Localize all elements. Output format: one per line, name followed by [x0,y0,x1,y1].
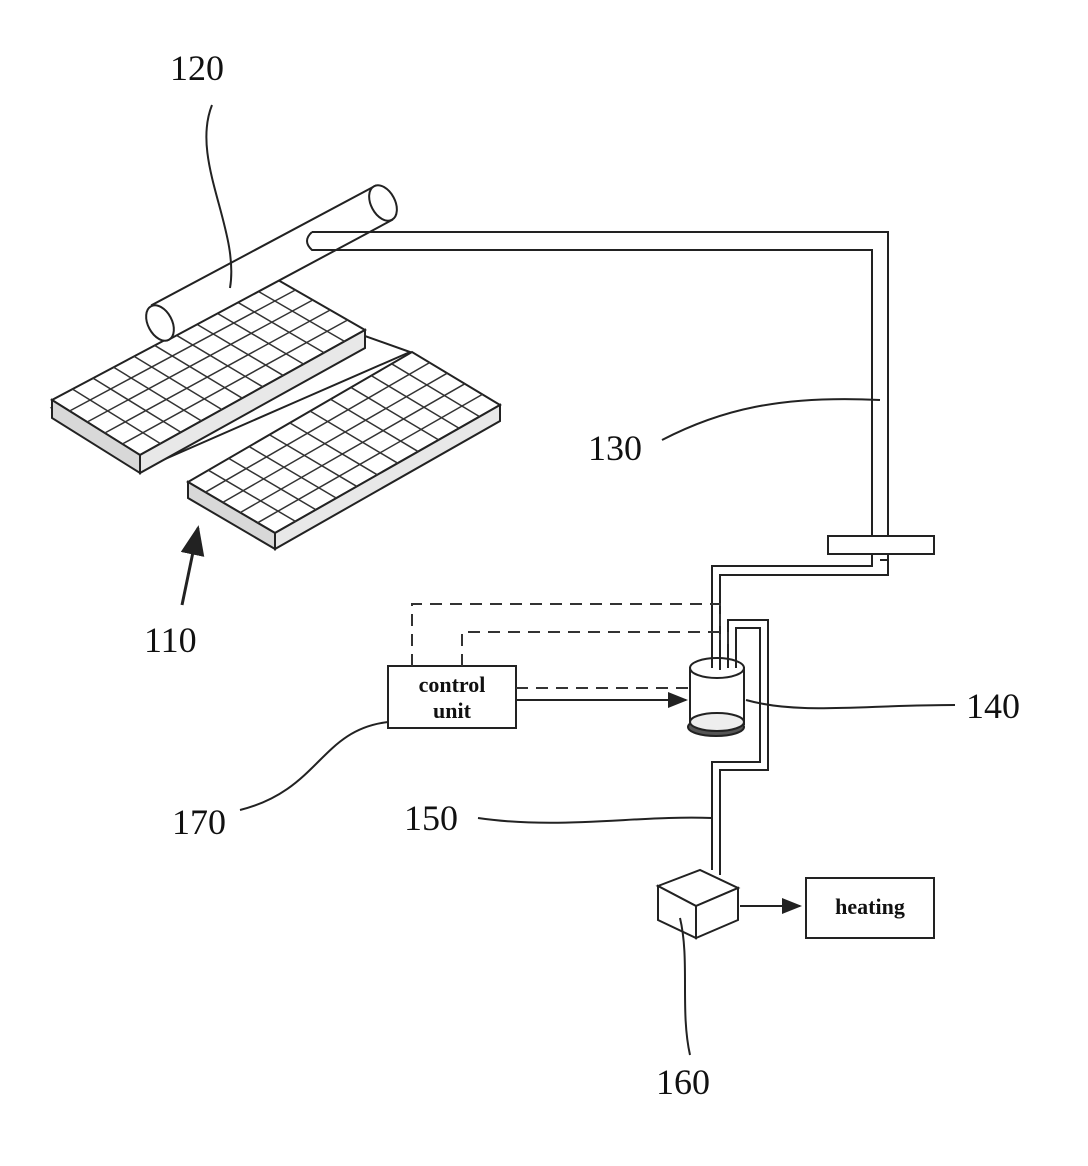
heating-box: heating [740,878,934,938]
ref-140: 140 [966,686,1020,726]
heat-exchanger [658,870,738,938]
control-unit: control unit [388,666,516,728]
control-unit-label-line1: control [419,672,486,697]
solar-panel-assembly [52,280,500,549]
control-unit-label-line2: unit [433,698,472,723]
storage-tank [688,640,744,736]
ref-150: 150 [404,798,458,838]
ref-170: 170 [172,802,226,842]
ref-160: 160 [656,1062,710,1102]
pipe-flange [828,536,934,554]
ref-120: 120 [170,48,224,88]
heating-label: heating [835,894,905,919]
ref-130: 130 [588,428,642,468]
ref-110: 110 [144,620,197,660]
